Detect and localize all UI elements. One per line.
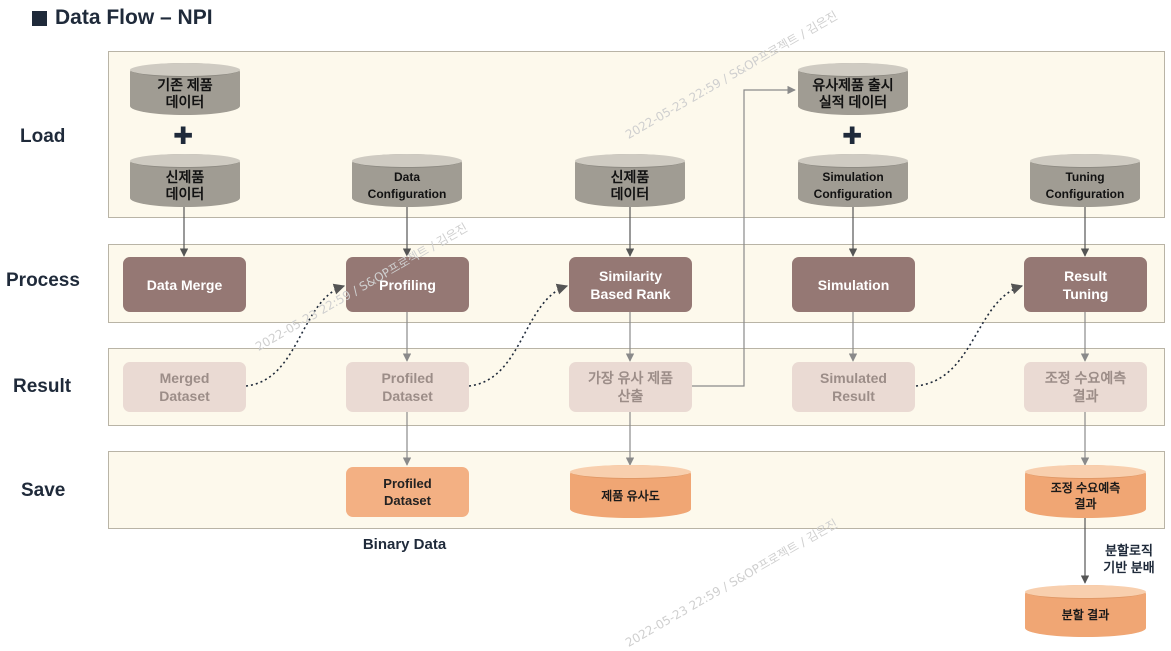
data-configuration-cylinder: Data Configuration bbox=[352, 154, 462, 207]
arrow-similar-to-release-data bbox=[692, 85, 796, 387]
split-logic-label: 분할로직 기반 분배 bbox=[1103, 543, 1155, 575]
row-label-load: Load bbox=[20, 126, 66, 147]
row-label-process: Process bbox=[6, 270, 80, 291]
profiled-dataset-node: Profiled Dataset bbox=[346, 362, 469, 412]
product-similarity-cylinder: 제품 유사도 bbox=[570, 465, 691, 518]
split-result-cylinder: 분할 결과 bbox=[1025, 585, 1146, 637]
tuning-configuration-cylinder: Tuning Configuration bbox=[1030, 154, 1140, 207]
new-product-data-cylinder: 신제품 데이터 bbox=[130, 154, 240, 207]
simulation-node: Simulation bbox=[792, 257, 915, 312]
page-title-text: Data Flow – NPI bbox=[55, 6, 213, 29]
row-label-save: Save bbox=[21, 480, 66, 501]
similar-product-release-data-cylinder: 유사제품 출시 실적 데이터 bbox=[798, 63, 908, 115]
data-merge-node: Data Merge bbox=[123, 257, 246, 312]
most-similar-product-node: 가장 유사 제품 산출 bbox=[569, 362, 692, 412]
binary-data-caption: Binary Data bbox=[362, 536, 447, 553]
new-product-data-cylinder-2: 신제품 데이터 bbox=[575, 154, 685, 207]
row-label-result: Result bbox=[13, 376, 72, 397]
square-bullet-icon bbox=[32, 10, 47, 26]
plus-icon: ✚ bbox=[173, 122, 194, 150]
adjusted-forecast-save-cylinder: 조정 수요예측 결과 bbox=[1025, 465, 1146, 518]
profiling-node: Profiling bbox=[346, 257, 469, 312]
profiled-dataset-save-node: Profiled Dataset bbox=[346, 467, 469, 517]
page-title: Data Flow – NPI bbox=[32, 6, 213, 30]
existing-product-data-cylinder: 기존 제품 데이터 bbox=[130, 63, 240, 115]
dotted-simulated-to-tuning bbox=[915, 283, 1024, 387]
simulated-result-node: Simulated Result bbox=[792, 362, 915, 412]
dotted-profiled-to-similarity bbox=[468, 283, 569, 387]
merged-dataset-node: Merged Dataset bbox=[123, 362, 246, 412]
plus-icon: ✚ bbox=[842, 122, 863, 150]
similarity-based-rank-node: Similarity Based Rank bbox=[569, 257, 692, 312]
result-tuning-node: Result Tuning bbox=[1024, 257, 1147, 312]
simulation-configuration-cylinder: Simulation Configuration bbox=[798, 154, 908, 207]
adjusted-forecast-node: 조정 수요예측 결과 bbox=[1024, 362, 1147, 412]
